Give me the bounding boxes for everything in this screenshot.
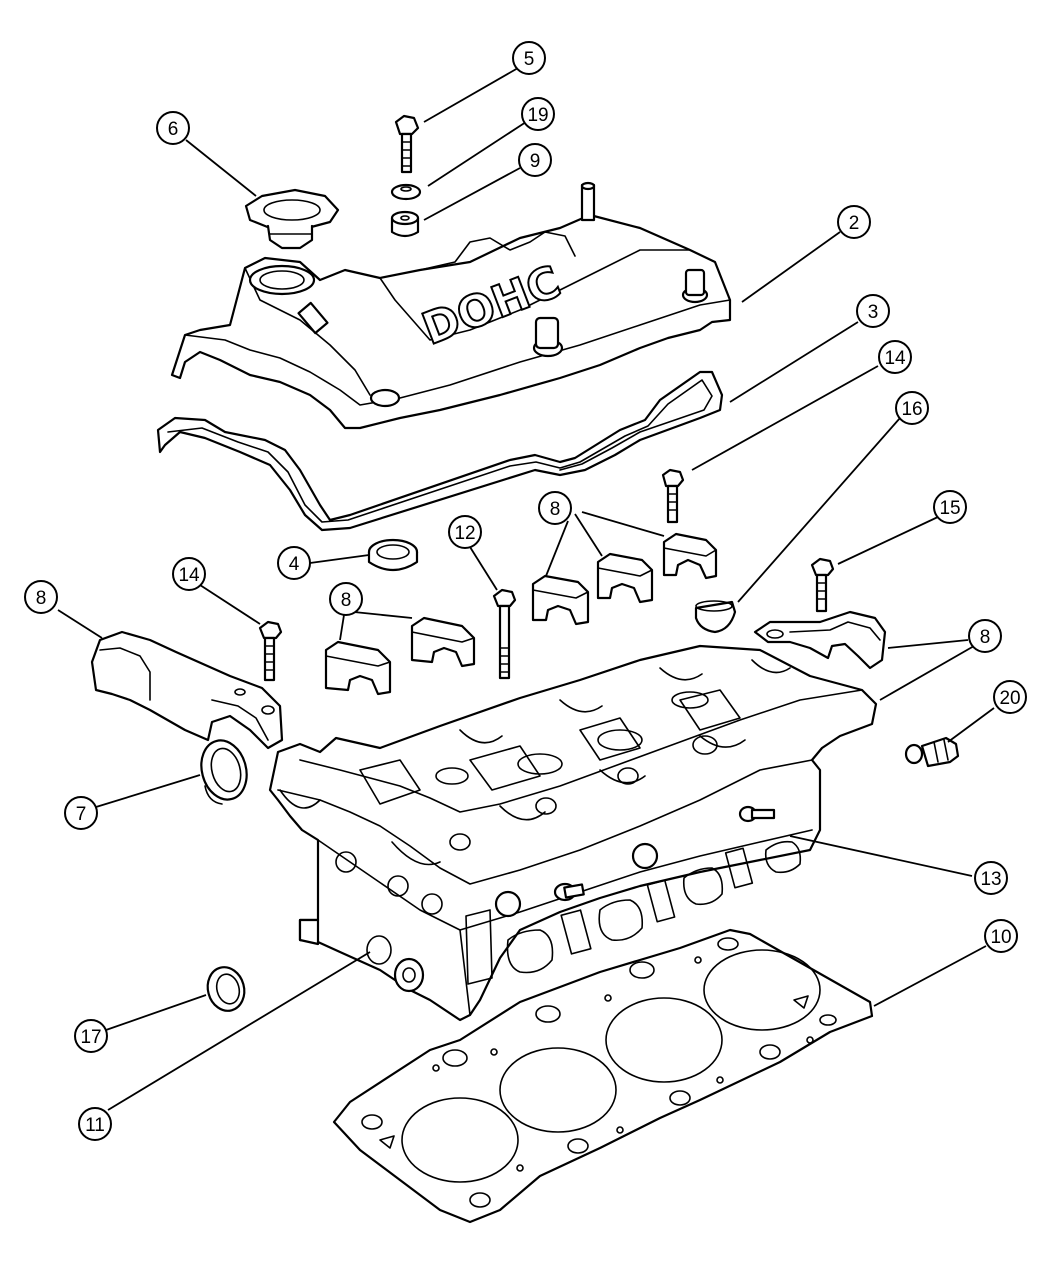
callout-label: 6 xyxy=(168,119,179,140)
callout-label: 5 xyxy=(524,49,535,70)
callout-16: 16 xyxy=(895,391,929,425)
callout-label: 7 xyxy=(76,804,87,825)
callout-7: 7 xyxy=(64,796,98,830)
cover-grommet xyxy=(390,183,422,201)
callout-label: 17 xyxy=(80,1027,101,1048)
bearing-cap-upper-right xyxy=(662,532,718,580)
callout-label: 8 xyxy=(550,499,561,520)
oil-filler-cap xyxy=(244,188,340,250)
callout-label: 15 xyxy=(939,498,960,519)
rear-bearing-cap xyxy=(753,610,887,670)
cam-seal-ring xyxy=(367,538,419,572)
callout-label: 11 xyxy=(85,1115,105,1136)
callout-8-left: 8 xyxy=(24,580,58,614)
callout-label: 8 xyxy=(341,590,352,611)
callout-8-mid: 8 xyxy=(329,582,363,616)
valve-cover: DOHC xyxy=(170,181,732,430)
callout-label: 20 xyxy=(999,688,1020,709)
callout-8-top: 8 xyxy=(538,491,572,525)
bearing-cap-upper-mid xyxy=(596,552,654,604)
leader-lines xyxy=(57,67,995,1111)
callout-13: 13 xyxy=(974,861,1008,895)
front-bearing-cap xyxy=(90,630,284,750)
callout-label: 3 xyxy=(868,302,879,323)
bearing-cap-mid-right xyxy=(410,616,476,668)
callout-label: 13 xyxy=(980,869,1001,890)
callout-label: 2 xyxy=(849,213,860,234)
callout-label: 16 xyxy=(901,399,922,420)
callout-label: 12 xyxy=(454,523,475,544)
callout-17: 17 xyxy=(74,1019,108,1053)
bearing-cap-upper-left xyxy=(531,574,590,626)
callout-5: 5 xyxy=(512,41,546,75)
callout-label: 14 xyxy=(884,348,906,369)
cap-bolt-left xyxy=(258,620,283,682)
callout-19: 19 xyxy=(521,97,555,131)
callout-label: 4 xyxy=(289,554,300,575)
callout-14-left: 14 xyxy=(172,557,206,591)
callout-8-right: 8 xyxy=(968,619,1002,653)
callout-label: 19 xyxy=(527,105,548,126)
bearing-cap-mid-left xyxy=(324,640,392,696)
cover-spacer xyxy=(390,210,420,238)
cover-bolt xyxy=(394,114,420,174)
callout-14: 14 xyxy=(878,340,912,374)
cam-plug xyxy=(694,600,737,634)
callout-2: 2 xyxy=(837,205,871,239)
callout-12: 12 xyxy=(448,515,482,549)
head-gasket xyxy=(332,928,874,1224)
cap-bolt-right xyxy=(810,557,835,613)
callout-15: 15 xyxy=(933,490,967,524)
valve-cover-gasket xyxy=(156,370,724,532)
sensor xyxy=(904,736,960,768)
callout-4: 4 xyxy=(277,546,311,580)
callout-label: 9 xyxy=(530,151,541,172)
cap-bolt-upper xyxy=(661,468,685,524)
callout-11: 11 xyxy=(78,1107,112,1141)
callout-6: 6 xyxy=(156,111,190,145)
callout-10: 10 xyxy=(984,919,1018,953)
core-plug xyxy=(206,966,246,1012)
callout-3: 3 xyxy=(856,294,890,328)
callout-label: 14 xyxy=(178,565,200,586)
callout-label: 10 xyxy=(990,927,1011,948)
cylinder-head xyxy=(268,644,878,1022)
callout-label: 8 xyxy=(36,588,47,609)
cam-oil-seal xyxy=(200,739,248,805)
callout-20: 20 xyxy=(993,680,1027,714)
callout-9: 9 xyxy=(518,143,552,177)
long-head-bolt xyxy=(492,588,517,680)
callout-label: 8 xyxy=(980,627,991,648)
